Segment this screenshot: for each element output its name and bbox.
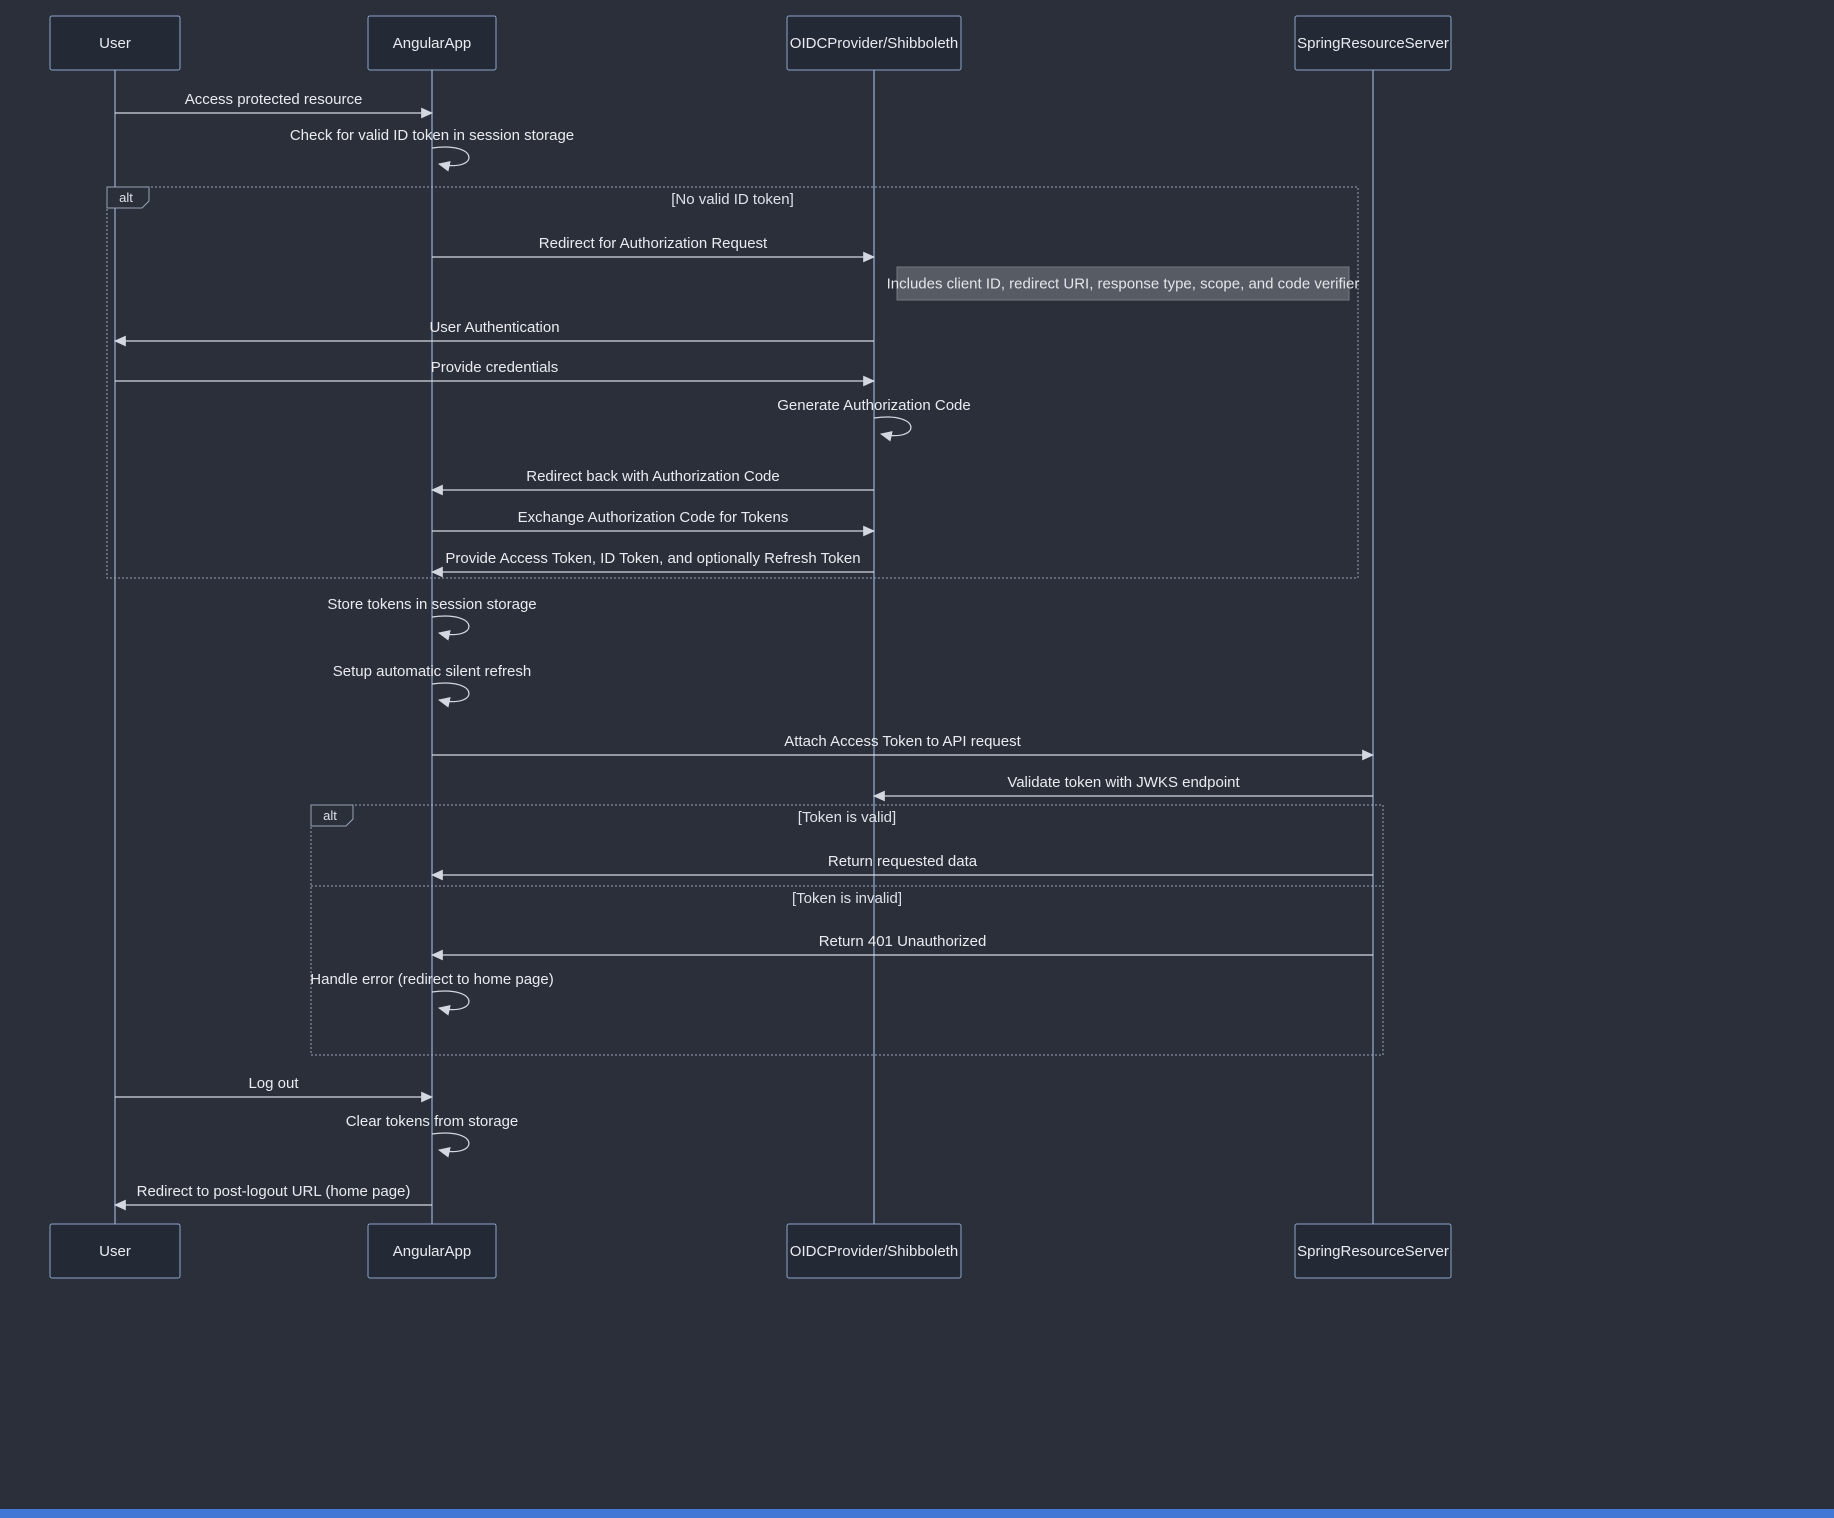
bottom-edge-bar bbox=[0, 1509, 1834, 1518]
message-label-2: Redirect for Authorization Request bbox=[539, 235, 768, 252]
actor-box-top-spring bbox=[1294, 15, 1452, 71]
self-message-label-5: Generate Authorization Code bbox=[777, 397, 970, 414]
self-message-label-1: Check for valid ID token in session stor… bbox=[290, 127, 574, 144]
message-label-16: Log out bbox=[248, 1075, 299, 1092]
self-message-loop-9 bbox=[431, 615, 470, 641]
message-label-11: Attach Access Token to API request bbox=[784, 733, 1021, 750]
message-label-7: Exchange Authorization Code for Tokens bbox=[518, 509, 789, 526]
message-label-3: User Authentication bbox=[429, 319, 559, 336]
actor-label-top-oidc: OIDCProvider/Shibboleth bbox=[790, 35, 958, 52]
actor-box-top-user bbox=[49, 15, 181, 71]
alt-condition-1-1: [Token is invalid] bbox=[792, 890, 902, 907]
actor-label-top-spring: SpringResourceServer bbox=[1297, 35, 1449, 52]
self-message-label-9: Store tokens in session storage bbox=[327, 596, 536, 613]
alt-frame-0 bbox=[106, 186, 1359, 579]
self-message-loop-1 bbox=[431, 146, 470, 172]
message-label-8: Provide Access Token, ID Token, and opti… bbox=[445, 550, 860, 567]
actor-box-bottom-spring bbox=[1294, 1223, 1452, 1279]
alt-frame-tab-0 bbox=[106, 186, 150, 209]
self-message-label-15: Handle error (redirect to home page) bbox=[310, 971, 553, 988]
self-message-label-17: Clear tokens from storage bbox=[346, 1113, 519, 1130]
self-message-loop-15 bbox=[431, 990, 470, 1016]
actor-box-top-angular bbox=[367, 15, 497, 71]
actor-label-bottom-spring: SpringResourceServer bbox=[1297, 1243, 1449, 1260]
alt-condition-0-0: [No valid ID token] bbox=[671, 191, 794, 208]
actor-label-top-user: User bbox=[99, 35, 131, 52]
self-message-loop-17 bbox=[431, 1132, 470, 1158]
actor-label-top-angular: AngularApp bbox=[393, 35, 471, 52]
message-label-6: Redirect back with Authorization Code bbox=[526, 468, 779, 485]
message-label-18: Redirect to post-logout URL (home page) bbox=[137, 1183, 411, 1200]
message-label-4: Provide credentials bbox=[431, 359, 559, 376]
note-text-0: Includes client ID, redirect URI, respon… bbox=[887, 276, 1360, 293]
message-label-13: Return requested data bbox=[828, 853, 978, 870]
actor-label-bottom-oidc: OIDCProvider/Shibboleth bbox=[790, 1243, 958, 1260]
alt-frame-label-1: alt bbox=[323, 808, 337, 823]
self-message-label-10: Setup automatic silent refresh bbox=[333, 663, 531, 680]
alt-condition-1-0: [Token is valid] bbox=[798, 809, 896, 826]
alt-frame-1 bbox=[310, 804, 1384, 1056]
self-message-loop-5 bbox=[873, 416, 912, 442]
actor-box-bottom-angular bbox=[367, 1223, 497, 1279]
message-label-14: Return 401 Unauthorized bbox=[819, 933, 987, 950]
alt-frame-tab-1 bbox=[310, 804, 354, 827]
actor-label-bottom-user: User bbox=[99, 1243, 131, 1260]
note-box-0 bbox=[896, 266, 1350, 301]
actor-box-bottom-oidc bbox=[786, 1223, 962, 1279]
actor-box-top-oidc bbox=[786, 15, 962, 71]
self-message-loop-10 bbox=[431, 682, 470, 708]
message-label-0: Access protected resource bbox=[185, 91, 363, 108]
alt-frame-label-0: alt bbox=[119, 190, 133, 205]
actor-label-bottom-angular: AngularApp bbox=[393, 1243, 471, 1260]
actor-box-bottom-user bbox=[49, 1223, 181, 1279]
message-label-12: Validate token with JWKS endpoint bbox=[1007, 774, 1240, 791]
